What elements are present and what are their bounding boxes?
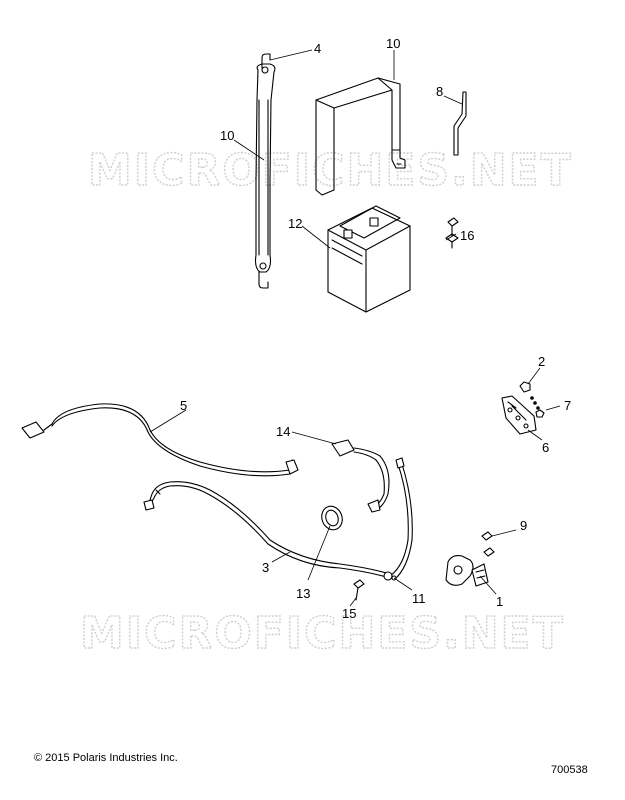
battery-box-bracket [315, 77, 406, 196]
bracket-part-8 [453, 91, 467, 156]
battery [327, 205, 411, 313]
terminal-block [501, 395, 537, 435]
leader-lines [149, 49, 561, 607]
positive-cable-part-14 [331, 439, 390, 513]
wire-harness-part-5 [21, 403, 299, 477]
callout-10-strap: 10 [220, 128, 234, 143]
ground-cable-part-11 [383, 457, 413, 581]
callout-7: 7 [564, 398, 571, 413]
nuts-part-2-7 [519, 381, 545, 418]
diagram-number: 700538 [551, 764, 588, 776]
callout-8: 8 [436, 84, 443, 99]
callout-14: 14 [276, 424, 290, 439]
callout-6: 6 [542, 440, 549, 455]
grommet-part-13 [321, 505, 343, 531]
bolt-part-15 [353, 579, 365, 601]
callout-2: 2 [538, 354, 545, 369]
callout-15: 15 [342, 606, 356, 621]
solenoid-part-1 [445, 555, 489, 587]
callout-10-box: 10 [386, 36, 400, 51]
callout-3: 3 [262, 560, 269, 575]
battery-terminal-bolts [445, 217, 459, 249]
copyright-text: © 2015 Polaris Industries Inc. [34, 752, 178, 764]
callout-13: 13 [296, 586, 310, 601]
wire-harness-part-3 [143, 481, 391, 579]
battery-strap [254, 53, 276, 289]
callout-1: 1 [496, 594, 503, 609]
callout-4: 4 [314, 41, 321, 56]
callout-11: 11 [412, 591, 426, 606]
watermark-top: MICROFICHES.NET [88, 145, 573, 196]
callout-12: 12 [288, 216, 302, 231]
callout-5: 5 [180, 398, 187, 413]
callout-labels: 4 10 10 8 12 16 2 7 6 5 14 9 3 13 15 11 … [180, 36, 571, 621]
callout-9: 9 [520, 518, 527, 533]
watermark-bottom: MICROFICHES.NET [80, 608, 565, 659]
callout-16: 16 [460, 228, 474, 243]
